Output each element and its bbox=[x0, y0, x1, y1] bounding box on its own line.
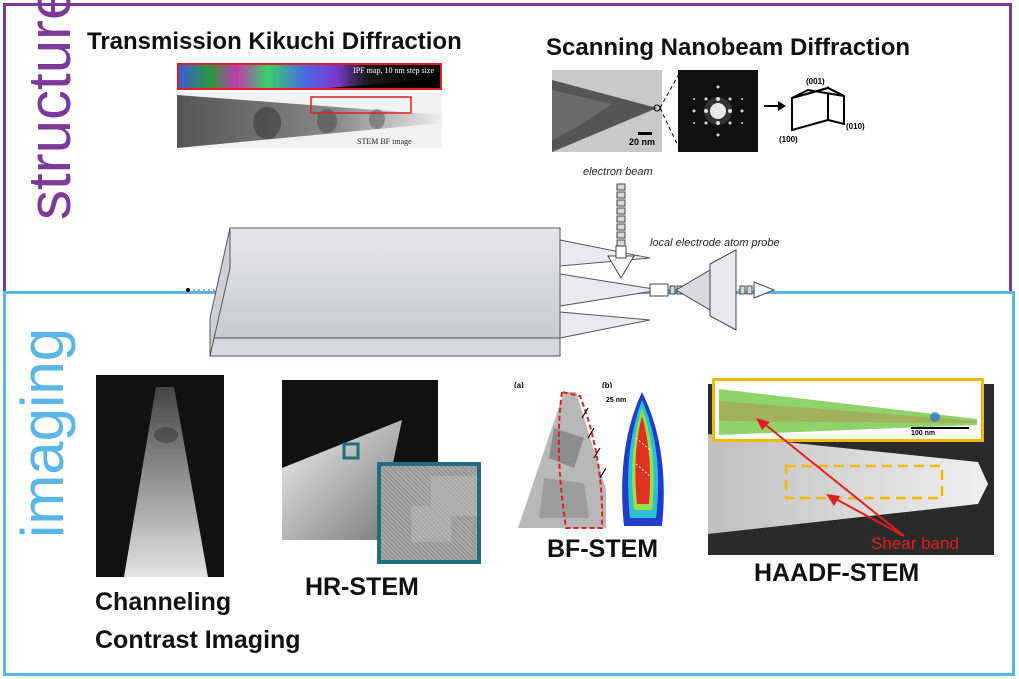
bf-scalebar: 25 nm bbox=[606, 397, 627, 404]
haadf-scalebar: 100 nm bbox=[911, 430, 936, 437]
tkd-title: Transmission Kikuchi Diffraction bbox=[87, 28, 462, 55]
electron-beam-label: electron beam bbox=[583, 166, 653, 178]
structure-frame bbox=[3, 3, 1012, 291]
cci-title-line2: Contrast Imaging bbox=[95, 626, 301, 654]
snd-tem-image: 20 nm bbox=[552, 70, 662, 152]
cube-label-001: (001) bbox=[806, 77, 825, 86]
structure-side-label: structure bbox=[16, 0, 83, 220]
snd-title: Scanning Nanobeam Diffraction bbox=[546, 34, 911, 61]
diffraction-pattern bbox=[678, 70, 758, 152]
haadf-inset: 100 nm bbox=[712, 378, 984, 442]
stem-bf-caption: STEM BF image bbox=[357, 137, 412, 146]
bf-image-a bbox=[514, 388, 620, 530]
shear-band-arrows bbox=[756, 418, 905, 537]
snd-scalebar: 20 nm bbox=[629, 137, 656, 147]
bf-image-b bbox=[606, 388, 678, 530]
cube-label-010: (010) bbox=[846, 122, 865, 131]
stem-bf-image: STEM BF image bbox=[177, 93, 442, 148]
cci-title-line1: Channeling bbox=[95, 588, 232, 616]
imaging-side-label: imaging bbox=[9, 327, 76, 538]
cci-image bbox=[96, 375, 224, 577]
shear-band-label: Shear band bbox=[871, 534, 959, 553]
ipf-map: IPF map, 10 nm step size bbox=[177, 63, 442, 90]
specimen-schematic bbox=[186, 183, 776, 357]
haadf-title: HAADF-STEM bbox=[754, 559, 920, 587]
arrow-right-icon bbox=[764, 101, 786, 111]
ipf-caption: IPF map, 10 nm step size bbox=[353, 66, 434, 75]
cube-label-100: (100) bbox=[779, 135, 798, 144]
hrstem-inset bbox=[377, 462, 481, 564]
bf-label-a: (a) bbox=[514, 381, 524, 390]
zoom-lines bbox=[659, 71, 681, 151]
hrstem-title: HR-STEM bbox=[305, 573, 419, 601]
bfstem-title: BF-STEM bbox=[547, 535, 659, 563]
bf-label-b: (b) bbox=[602, 381, 613, 390]
cube-icon bbox=[791, 86, 845, 132]
leap-label: local electrode atom probe bbox=[650, 237, 780, 249]
